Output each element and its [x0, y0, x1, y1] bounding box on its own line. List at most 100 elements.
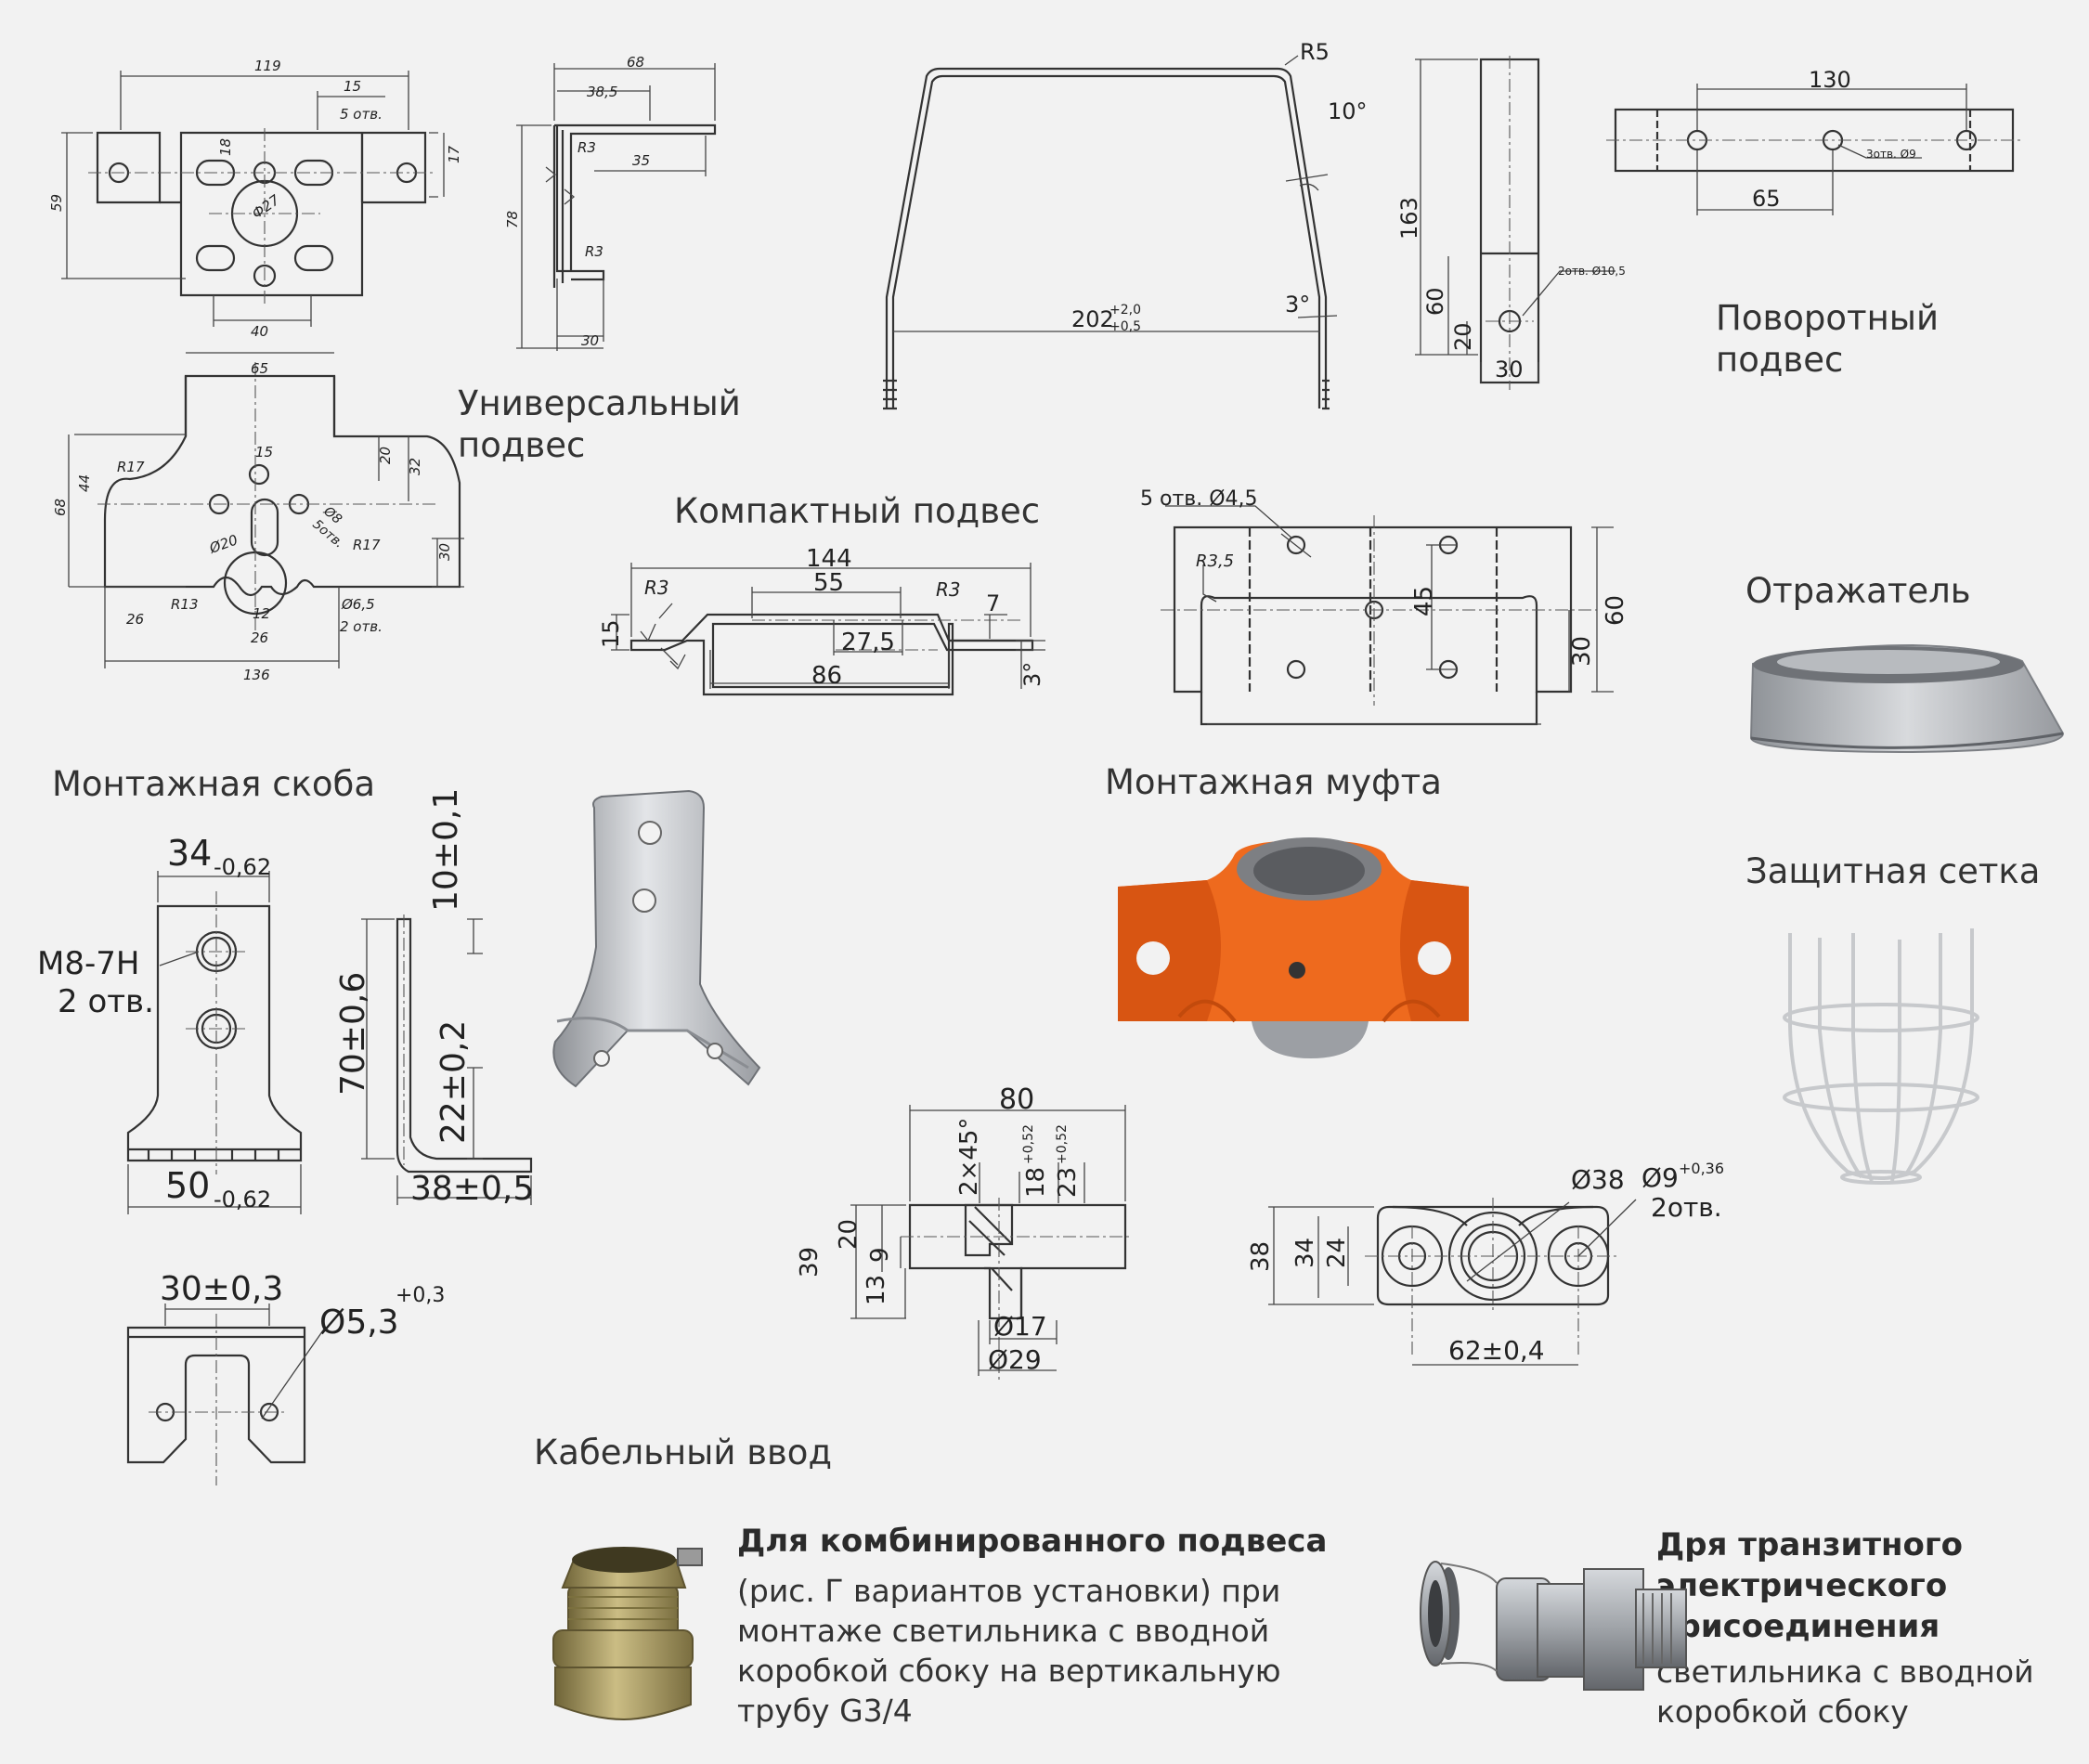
dim-strap-2otv: 2отв. Ø10,5 [1558, 265, 1626, 278]
dim-coupling-39: 39 [796, 1247, 824, 1278]
wire-bail-drawing: R5 10° 202 +2,0 +0,5 3° [883, 39, 1368, 410]
dim-u3-26a: 26 [126, 611, 144, 628]
dim-u2-r3b: R3 [585, 243, 603, 260]
dim-coupling-18: 18 [1022, 1167, 1050, 1198]
gland1-description: (рис. Г вариантов установки) при монтаже… [737, 1573, 1281, 1729]
label-reflector: Отражатель [1745, 571, 1971, 611]
flat-bracket-drawing: 5 отв. Ø4,5 R3,5 45 30 60 [1140, 487, 1629, 726]
dim-coupling-d38: Ø38 [1571, 1164, 1625, 1195]
dim-u1-5otv: 5 отв. [340, 106, 383, 123]
dim-bracket-m8: M8-7H [37, 945, 139, 982]
dim-coupling-d9-tol: +0,36 [1679, 1160, 1724, 1177]
label-protective-guard: Защитная сетка [1745, 851, 2041, 891]
dim-rotary-130: 130 [1809, 67, 1851, 93]
dim-compact-3deg: 3° [1019, 662, 1045, 687]
dim-u2-78: 78 [504, 211, 521, 228]
dim-coupling-34: 34 [1291, 1238, 1319, 1268]
bracket-photo [552, 789, 761, 1088]
label-cable-entry: Кабельный ввод [534, 1433, 833, 1472]
dim-bracket-10: 10±0,1 [427, 788, 465, 912]
dim-strap-20: 20 [1450, 322, 1476, 351]
dim-plate-45: 45 [1410, 586, 1438, 616]
dim-u3-r17b: R17 [353, 537, 381, 553]
dim-coupling-80: 80 [999, 1083, 1034, 1116]
label-rotary-hanger: Поворотный подвес [1716, 298, 1940, 381]
dim-bracket-2otv: 2 отв. [58, 983, 154, 1020]
gland1-title: Для комбинированного подвеса [737, 1523, 1328, 1560]
bracket-bottom-view-drawing: 30±0,3 Ø5,3 +0,3 [126, 1270, 445, 1485]
dim-u3-68: 68 [52, 499, 69, 516]
dim-bracket-d53: Ø5,3 [319, 1304, 399, 1342]
dim-u3-d65: Ø6,5 [341, 596, 375, 613]
dim-u3-136: 136 [243, 667, 270, 683]
universal-hanger-profile-drawing: 68 38,5 35 R3 78 R3 30 [504, 54, 717, 351]
dim-u3-32: 32 [407, 458, 423, 475]
dim-strap-30: 30 [1495, 357, 1524, 383]
cable-gland-brass-photo [552, 1547, 703, 1721]
dim-coupling-23: 23 [1054, 1167, 1082, 1198]
side-strap-drawing: 163 60 20 30 2отв. Ø10,5 [1396, 56, 1626, 390]
dim-bracket-30: 30±0,3 [160, 1270, 283, 1308]
dim-bracket-34-tol: -0,62 [214, 854, 271, 880]
compact-hanger-drawing: 144 55 R3 R3 7 15 27,5 86 3° [598, 545, 1045, 696]
dim-u3-12: 12 [253, 605, 270, 622]
dim-compact-55: 55 [813, 569, 844, 597]
dim-u3-2otv: 2 отв. [340, 618, 383, 635]
dim-coupling-d29: Ø29 [988, 1344, 1042, 1375]
dim-bracket-22: 22±0,2 [435, 1020, 473, 1144]
dim-u3-r17a: R17 [117, 459, 145, 475]
dim-u3-65: 65 [251, 360, 268, 377]
dim-strap-60: 60 [1422, 287, 1448, 316]
dim-coupling-20: 20 [835, 1219, 863, 1250]
dim-compact-r3b: R3 [936, 578, 961, 601]
dim-coupling-d17: Ø17 [993, 1311, 1047, 1342]
dim-coupling-2otv: 2отв. [1651, 1192, 1722, 1223]
dim-u1-18: 18 [217, 138, 234, 156]
dim-u3-20: 20 [377, 447, 394, 464]
dim-coupling-9: 9 [866, 1247, 894, 1263]
dim-bail-202: 202 [1071, 306, 1114, 332]
dim-compact-r3a: R3 [644, 577, 669, 599]
dim-compact-275: 27,5 [841, 629, 895, 656]
dim-coupling-13: 13 [863, 1275, 890, 1305]
coupling-section-drawing: 80 2×45° 18 +0,52 23 +0,52 39 20 9 13 Ø1… [796, 1083, 1133, 1383]
dim-u3-44: 44 [76, 474, 93, 492]
dim-u2-30: 30 [581, 332, 599, 349]
dim-bracket-d53-tol: +0,3 [396, 1284, 445, 1307]
dim-coupling-24: 24 [1323, 1238, 1351, 1268]
reflector-image [1749, 643, 2065, 754]
dim-u2-385: 38,5 [587, 84, 617, 100]
dim-plate-60: 60 [1602, 595, 1629, 626]
dim-coupling-62: 62±0,4 [1448, 1335, 1545, 1366]
dim-coupling-38: 38 [1247, 1241, 1275, 1272]
dim-bracket-38: 38±0,5 [410, 1170, 534, 1208]
universal-hanger-plate-drawing: 119 15 5 отв. 18 17 59 Ф27 40 [48, 58, 462, 340]
dim-u1-59: 59 [48, 194, 65, 212]
gland2-description: светильника с вводной коробкой сбоку [1656, 1654, 2034, 1730]
dim-plate-30: 30 [1568, 636, 1596, 667]
dim-coupling-d9: Ø9 [1641, 1162, 1679, 1193]
dim-coupling-18-tol: +0,52 [1021, 1124, 1036, 1164]
dim-bail-tol-up: +2,0 [1109, 303, 1141, 318]
dim-coupling-23-tol: +0,52 [1055, 1124, 1070, 1164]
dim-u3-d20: Ø20 [206, 531, 240, 557]
universal-hanger-lower-plate-drawing: 65 15 R17 44 68 20 32 Ø8 5отв. R17 Ø20 3… [52, 352, 464, 683]
label-mounting-bracket: Монтажная скоба [52, 764, 376, 804]
dim-bail-3deg: 3° [1285, 292, 1310, 318]
dim-bracket-50-tol: -0,62 [214, 1187, 271, 1213]
dim-u3-26b: 26 [251, 629, 268, 646]
dim-u2-r3a: R3 [577, 139, 596, 156]
dim-bail-10deg: 10° [1328, 98, 1368, 124]
dim-strap-163: 163 [1396, 197, 1422, 240]
dim-u1-17: 17 [446, 145, 462, 163]
dim-u3-15: 15 [255, 444, 273, 460]
rotary-hanger-drawing: 130 3отв. Ø9 65 [1606, 67, 2024, 215]
dim-u3-r13: R13 [171, 596, 199, 613]
dim-u1-d27: Ф27 [249, 191, 283, 222]
dim-plate-r35: R3,5 [1196, 551, 1234, 571]
dim-compact-144: 144 [806, 545, 852, 573]
dim-rotary-65: 65 [1752, 186, 1781, 212]
label-compact-hanger: Компактный подвес [674, 491, 1041, 531]
dim-coupling-2x45: 2×45° [955, 1118, 983, 1196]
